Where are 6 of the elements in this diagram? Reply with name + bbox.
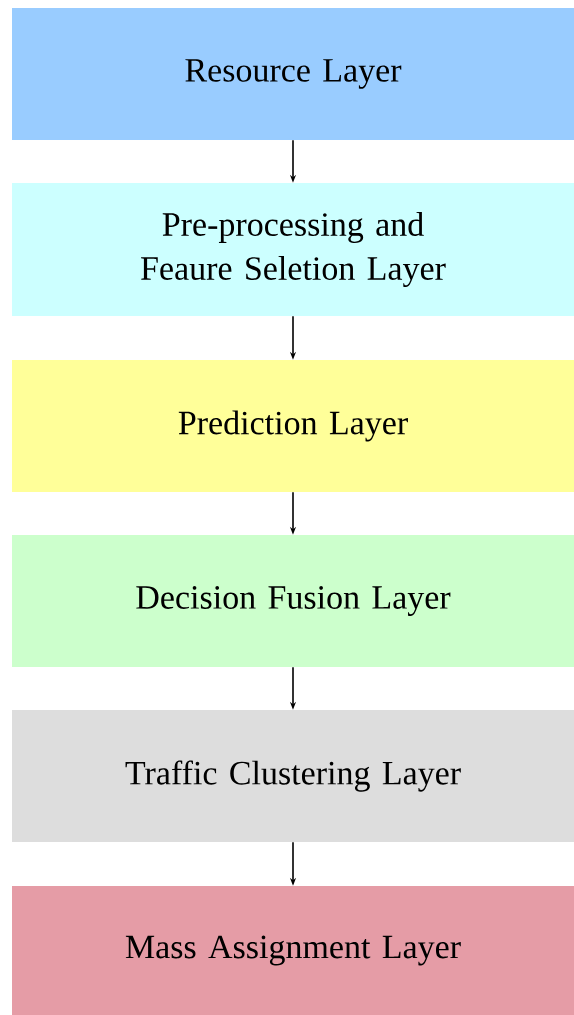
layer-box: Pre-processing and Feaure Seletion Layer bbox=[12, 183, 574, 316]
layer-box: Mass Assignment Layer bbox=[12, 886, 574, 1015]
layer-box: Resource Layer bbox=[12, 8, 574, 140]
layer-box: Traffic Clustering Layer bbox=[12, 710, 574, 842]
layer-box: Decision Fusion Layer bbox=[12, 535, 574, 667]
layer-box: Prediction Layer bbox=[12, 360, 574, 492]
